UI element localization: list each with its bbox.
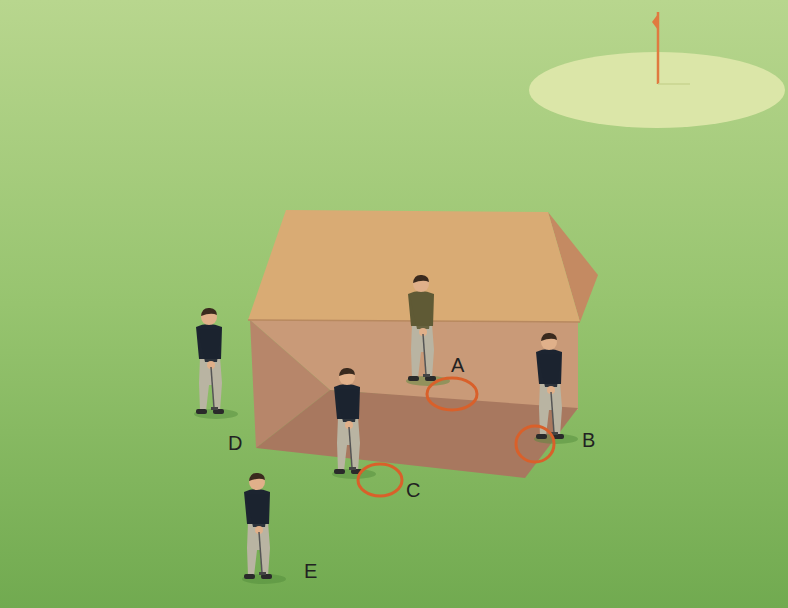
position-letter: C [406,479,420,501]
golfers [194,275,578,584]
golfer-a [406,275,450,386]
position-letter: E [304,560,317,582]
ball-position-circles [358,378,554,496]
house [248,210,598,478]
golfer-d [194,308,238,419]
golfer-e [242,473,286,584]
position-letter: D [228,432,242,454]
position-letter: B [582,429,595,451]
flagstick [652,12,690,84]
position-letter: A [451,354,464,376]
golfer-c [332,368,376,479]
